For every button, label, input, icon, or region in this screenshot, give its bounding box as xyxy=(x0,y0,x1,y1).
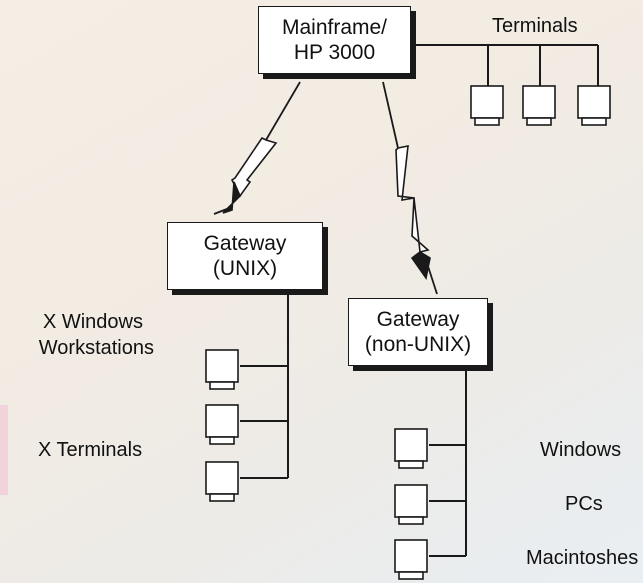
computer-terminal-icon xyxy=(205,349,239,390)
edge-accent xyxy=(0,405,8,495)
macintoshes-label: Macintoshes xyxy=(526,547,639,569)
gateway-nonunix-label-line2: (non-UNIX) xyxy=(364,333,472,356)
windows-label: Windows xyxy=(540,439,622,461)
computer-terminal-icon xyxy=(205,404,239,445)
lightning-link-unix-icon xyxy=(213,81,301,215)
computer-terminal-icon xyxy=(470,85,504,126)
x-terminals-label: X Terminals xyxy=(38,439,143,461)
gateway-nonunix-label-line1: Gateway xyxy=(376,308,460,331)
pcs-label: PCs xyxy=(565,493,603,515)
terminals-label: Terminals xyxy=(492,15,578,37)
lightning-link-nonunix-icon xyxy=(382,81,438,295)
gateway-unix-label-line2: (UNIX) xyxy=(212,257,278,280)
computer-terminal-icon xyxy=(394,484,428,525)
x-windows-label-line2: Workstations xyxy=(38,337,154,359)
gateway-nonunix-box: Gateway (non-UNIX) xyxy=(348,298,488,366)
computer-terminal-icon xyxy=(205,461,239,502)
computer-terminal-icon xyxy=(394,428,428,469)
mainframe-label-line1: Mainframe/ xyxy=(281,16,388,39)
mainframe-label-line2: HP 3000 xyxy=(293,41,376,64)
mainframe-box: Mainframe/ HP 3000 xyxy=(258,6,411,74)
computer-terminal-icon xyxy=(394,539,428,580)
gateway-unix-label-line1: Gateway xyxy=(203,232,287,255)
computer-terminal-icon xyxy=(522,85,556,126)
computer-terminal-icon xyxy=(577,85,611,126)
x-windows-label-line1: X Windows xyxy=(42,311,143,333)
gateway-unix-box: Gateway (UNIX) xyxy=(167,222,323,290)
